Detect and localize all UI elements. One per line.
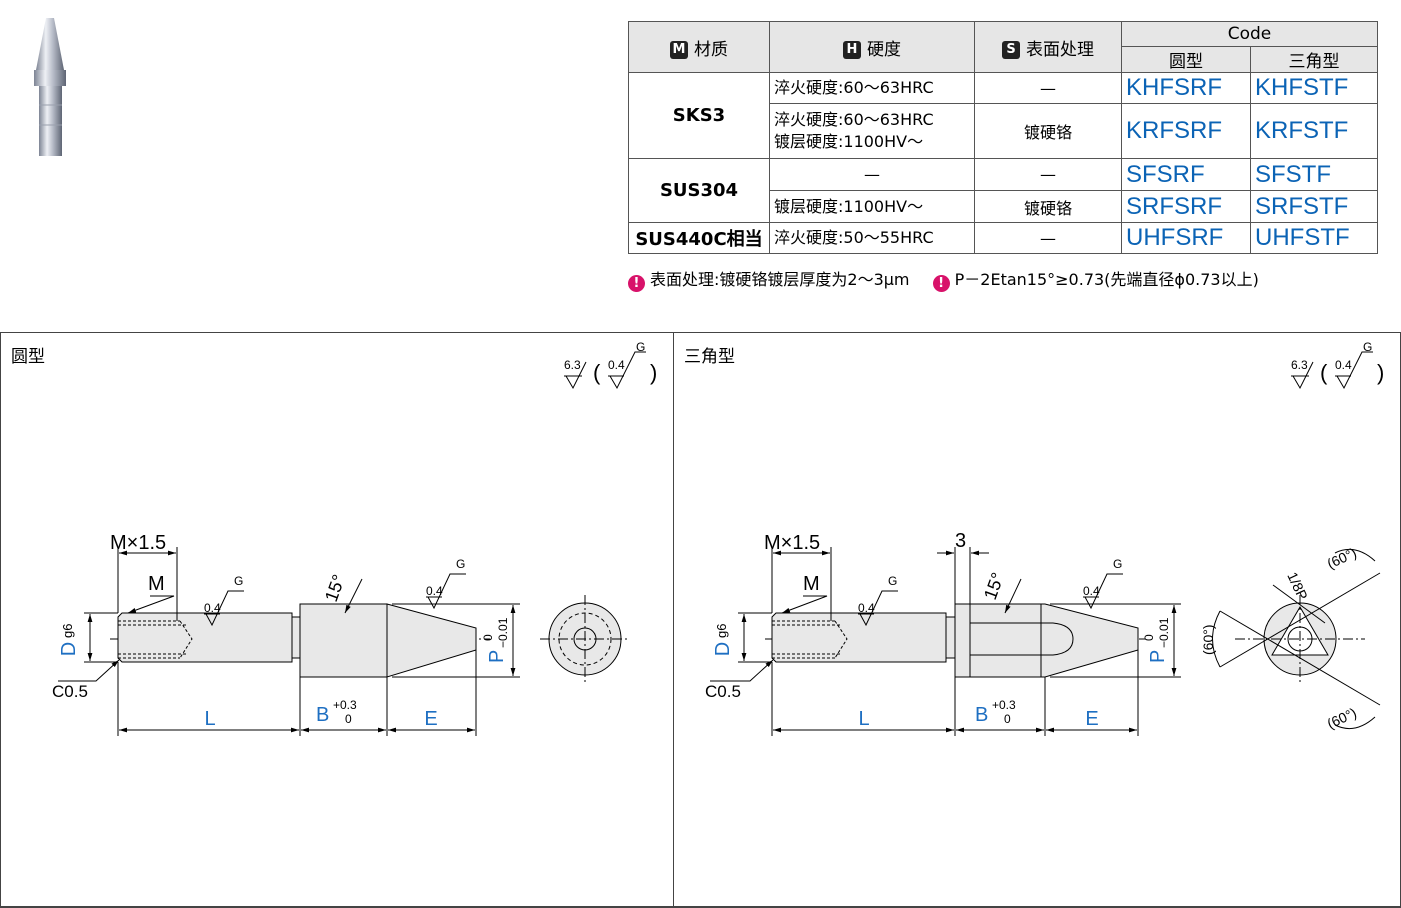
svg-text:M×1.5: M×1.5 [764, 532, 820, 554]
note: !表面处理:镀硬铬镀层厚度为2～3μm [628, 266, 910, 292]
material-cell: SUS440C相当 [628, 222, 770, 254]
notes: !表面处理:镀硬铬镀层厚度为2～3μm !P－2Etan15°≥0.73(先端直… [628, 266, 1277, 292]
svg-text:15°: 15° [980, 570, 1008, 602]
svg-text:+0.3: +0.3 [992, 698, 1016, 712]
surface-badge: S [1002, 40, 1020, 59]
roughness-symbol-round: 6.3 ( 0.4 G ) [564, 342, 657, 390]
warning-icon: ! [932, 275, 950, 292]
svg-text:+0.3: +0.3 [333, 698, 357, 712]
svg-text:G: G [1113, 557, 1122, 571]
svg-text:C0.5: C0.5 [52, 682, 88, 701]
surface-cell: — [974, 72, 1122, 104]
code-round-cell[interactable]: SFSRF [1121, 158, 1251, 191]
warning-icon: ! [628, 275, 645, 292]
svg-text:15°: 15° [321, 572, 349, 604]
code-round-cell[interactable]: UHFSRF [1121, 222, 1251, 254]
product-photo [34, 18, 66, 156]
svg-text:P: P [486, 650, 508, 663]
svg-text:1/8P: 1/8P [1284, 570, 1311, 603]
note: !P－2Etan15°≥0.73(先端直径ϕ0.73以上) [932, 266, 1259, 292]
material-cell: SKS3 [628, 72, 770, 159]
svg-text:G: G [1363, 342, 1372, 354]
material-cell: SUS304 [628, 158, 770, 223]
code-triangle-cell[interactable]: SFSTF [1250, 158, 1378, 191]
svg-text:L: L [204, 708, 215, 730]
hardness-cell: 淬火硬度:60～63HRC [769, 72, 975, 104]
svg-text:D: D [712, 642, 734, 656]
svg-text:P: P [1147, 650, 1169, 663]
svg-text:0.4: 0.4 [1335, 358, 1352, 372]
hardness-badge: H [843, 40, 861, 59]
svg-text:): ) [1377, 360, 1384, 385]
material-badge: M [670, 40, 688, 59]
svg-text:G: G [636, 342, 645, 354]
header-code: Code [1121, 21, 1378, 47]
code-triangle-cell[interactable]: KHFSTF [1250, 72, 1378, 104]
surface-cell: — [974, 222, 1122, 254]
code-triangle-cell[interactable]: SRFSTF [1250, 190, 1378, 223]
svg-text:B: B [975, 704, 988, 726]
svg-text:(60°): (60°) [1200, 625, 1216, 656]
triangle-section-title: 三角型 [684, 347, 735, 367]
svg-text:D: D [58, 642, 80, 656]
svg-text:B: B [316, 704, 329, 726]
round-section-title: 圆型 [11, 347, 45, 367]
round-type-drawing: M×1.5 M D g6 C0.5 L B +0.3 0 E P 0 −0.01… [52, 532, 630, 736]
code-round-cell[interactable]: KHFSRF [1121, 72, 1251, 104]
svg-text:(: ( [1320, 360, 1328, 385]
svg-text:E: E [424, 708, 437, 730]
svg-text:(60°): (60°) [1325, 544, 1359, 571]
svg-text:C0.5: C0.5 [705, 682, 741, 701]
svg-text:G: G [234, 574, 243, 588]
header-code-triangle: 三角型 [1250, 46, 1378, 73]
svg-text:M×1.5: M×1.5 [110, 532, 166, 554]
hardness-cell: 镀层硬度:1100HV～ [769, 190, 975, 223]
code-round-cell[interactable]: KRFSRF [1121, 103, 1251, 159]
svg-text:0.4: 0.4 [204, 601, 221, 615]
svg-text:3: 3 [955, 530, 966, 552]
svg-text:(: ( [593, 360, 601, 385]
hardness-cell: 淬火硬度:50～55HRC [769, 222, 975, 254]
svg-text:E: E [1085, 708, 1098, 730]
svg-text:M: M [803, 573, 820, 595]
surface-cell: — [974, 158, 1122, 191]
svg-text:0: 0 [1142, 634, 1156, 641]
surface-cell: 镀硬铬 [974, 103, 1122, 159]
surface-cell: 镀硬铬 [974, 190, 1122, 223]
code-triangle-cell[interactable]: KRFSTF [1250, 103, 1378, 159]
svg-text:M: M [148, 573, 165, 595]
svg-text:6.3: 6.3 [564, 358, 581, 372]
svg-text:0.4: 0.4 [1083, 584, 1100, 598]
svg-text:0: 0 [481, 634, 495, 641]
svg-text:0.4: 0.4 [426, 584, 443, 598]
code-triangle-cell[interactable]: UHFSTF [1250, 222, 1378, 254]
code-round-cell[interactable]: SRFSRF [1121, 190, 1251, 223]
svg-text:L: L [858, 708, 869, 730]
triangle-type-drawing: M×1.5 M D g6 C0.5 L B +0.3 0 E 3 P 0 −0.… [705, 530, 1381, 736]
svg-text:G: G [456, 557, 465, 571]
svg-text:0: 0 [345, 712, 352, 726]
svg-text:): ) [650, 360, 657, 385]
svg-text:G: G [888, 574, 897, 588]
header-code-round: 圆型 [1121, 46, 1251, 73]
svg-text:−0.01: −0.01 [496, 617, 510, 648]
svg-text:−0.01: −0.01 [1157, 617, 1171, 648]
svg-text:6.3: 6.3 [1291, 358, 1308, 372]
svg-text:g6: g6 [60, 624, 75, 638]
svg-text:0: 0 [1004, 712, 1011, 726]
roughness-symbol-triangle: 6.3 ( 0.4 G ) [1291, 342, 1384, 390]
svg-text:g6: g6 [714, 624, 729, 638]
svg-text:0.4: 0.4 [858, 601, 875, 615]
frame-divider [673, 333, 674, 906]
svg-text:0.4: 0.4 [608, 358, 625, 372]
hardness-cell: — [769, 158, 975, 191]
